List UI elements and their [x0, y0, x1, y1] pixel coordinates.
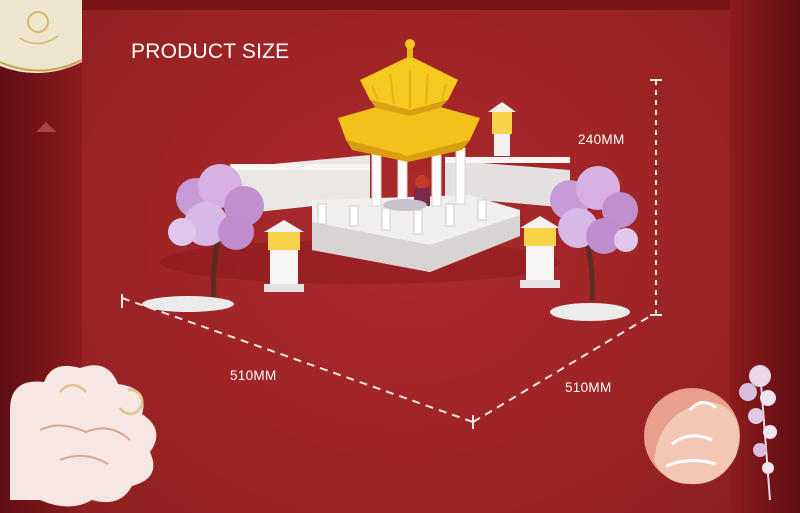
dimension-lines	[121, 79, 662, 429]
mountain-icon	[36, 122, 56, 132]
height-dimension-label: 240MM	[578, 132, 625, 147]
width-dimension-label-left: 510MM	[230, 368, 277, 383]
page-title: PRODUCT SIZE	[131, 40, 290, 63]
stone-lantern-left	[264, 220, 304, 292]
blossom-tree-right	[550, 166, 638, 321]
lantern-corner-icon	[0, 0, 83, 74]
cloud-icon	[10, 365, 157, 507]
wisteria-icon	[739, 365, 777, 501]
blossom-tree-left	[142, 164, 264, 312]
stone-lantern-right	[488, 102, 560, 288]
width-dimension-label-right: 510MM	[565, 380, 612, 395]
fox-icon	[644, 388, 740, 485]
pavilion-model-image	[142, 39, 638, 321]
frame-top	[0, 0, 800, 10]
